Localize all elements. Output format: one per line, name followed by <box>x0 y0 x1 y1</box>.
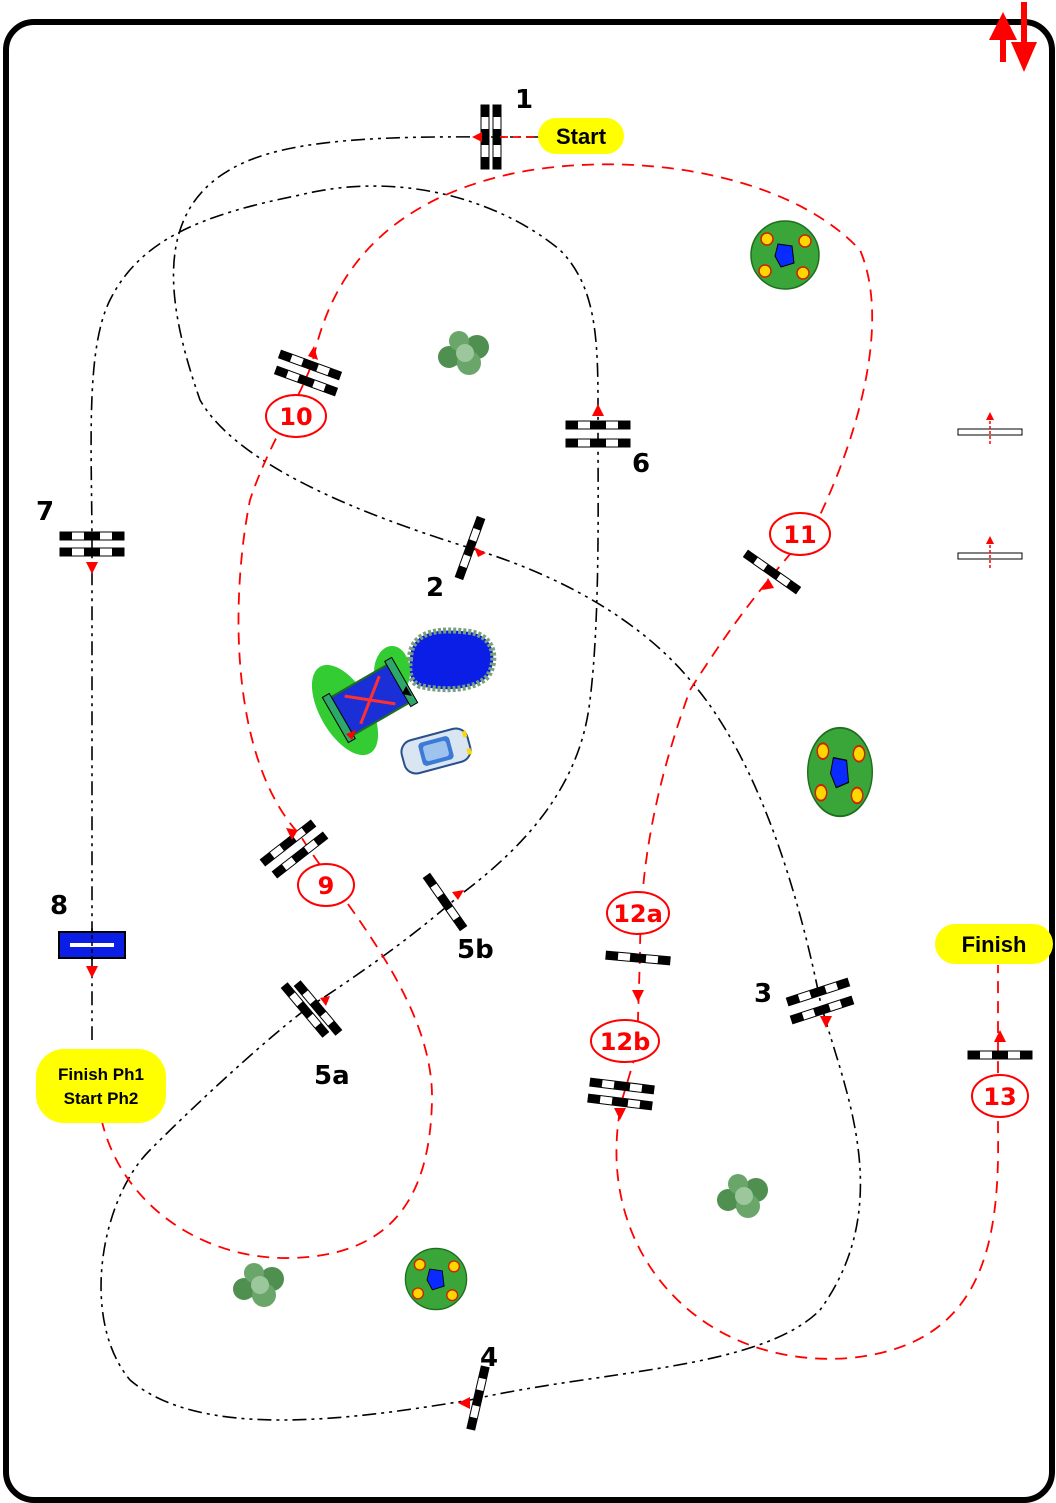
fence-10 <box>274 346 342 397</box>
flower-bed-icon <box>404 1247 468 1311</box>
fence-11-badge: 11 <box>769 512 831 556</box>
fence-9 <box>259 819 329 879</box>
fence-2-label: 2 <box>426 573 444 603</box>
svg-text:Start Ph2: Start Ph2 <box>64 1089 139 1108</box>
fence-5a-label: 5a <box>314 1061 350 1091</box>
fence-8 <box>58 928 126 978</box>
svg-text:Finish Ph1: Finish Ph1 <box>58 1065 144 1084</box>
spare-pole-lower <box>957 536 1023 568</box>
spare-pole-upper <box>957 412 1023 444</box>
arena-border <box>3 19 1055 1503</box>
svg-text:9: 9 <box>318 872 335 900</box>
fence-1-label: 1 <box>515 85 533 115</box>
svg-text:12a: 12a <box>613 900 663 928</box>
flower-bed-icon <box>750 220 820 290</box>
svg-text:Finish: Finish <box>962 932 1027 957</box>
svg-text:10: 10 <box>279 403 312 431</box>
fence-6-label: 6 <box>632 449 650 479</box>
north-south-arrow-icon <box>989 2 1037 72</box>
fence-7-label: 7 <box>36 497 54 527</box>
fence-12b <box>587 1077 655 1120</box>
pond-icon <box>406 627 497 693</box>
fence-1 <box>472 104 540 170</box>
svg-text:11: 11 <box>783 521 816 549</box>
svg-text:13: 13 <box>983 1083 1016 1111</box>
fence-10-badge: 10 <box>265 394 327 438</box>
car-icon <box>400 727 472 775</box>
fence-6 <box>565 404 631 448</box>
fence-5b-label: 5b <box>457 935 494 965</box>
fence-7 <box>59 531 125 574</box>
fence-13 <box>967 1050 1033 1060</box>
phase2-track <box>97 163 1000 1360</box>
fence-13-badge: 13 <box>971 1074 1029 1118</box>
phase-change-pill: Finish Ph1 Start Ph2 <box>36 1049 166 1123</box>
svg-text:Start: Start <box>556 124 607 149</box>
fence-5a <box>280 980 343 1038</box>
fence-8-label: 8 <box>50 891 68 921</box>
fence-9-badge: 9 <box>297 863 355 907</box>
finish-pill: Finish <box>935 924 1053 964</box>
phase1-track <box>90 136 862 1421</box>
fence-12a-badge: 12a <box>606 891 670 935</box>
flower-bed-icon <box>806 726 874 818</box>
water-jump-icon <box>311 646 419 756</box>
svg-text:12b: 12b <box>600 1028 651 1056</box>
fence-4-label: 4 <box>480 1343 498 1373</box>
fence-12b-badge: 12b <box>590 1019 660 1063</box>
start-pill: Start <box>538 118 624 154</box>
fence-3 <box>785 977 855 1028</box>
fence-3-label: 3 <box>754 979 772 1009</box>
